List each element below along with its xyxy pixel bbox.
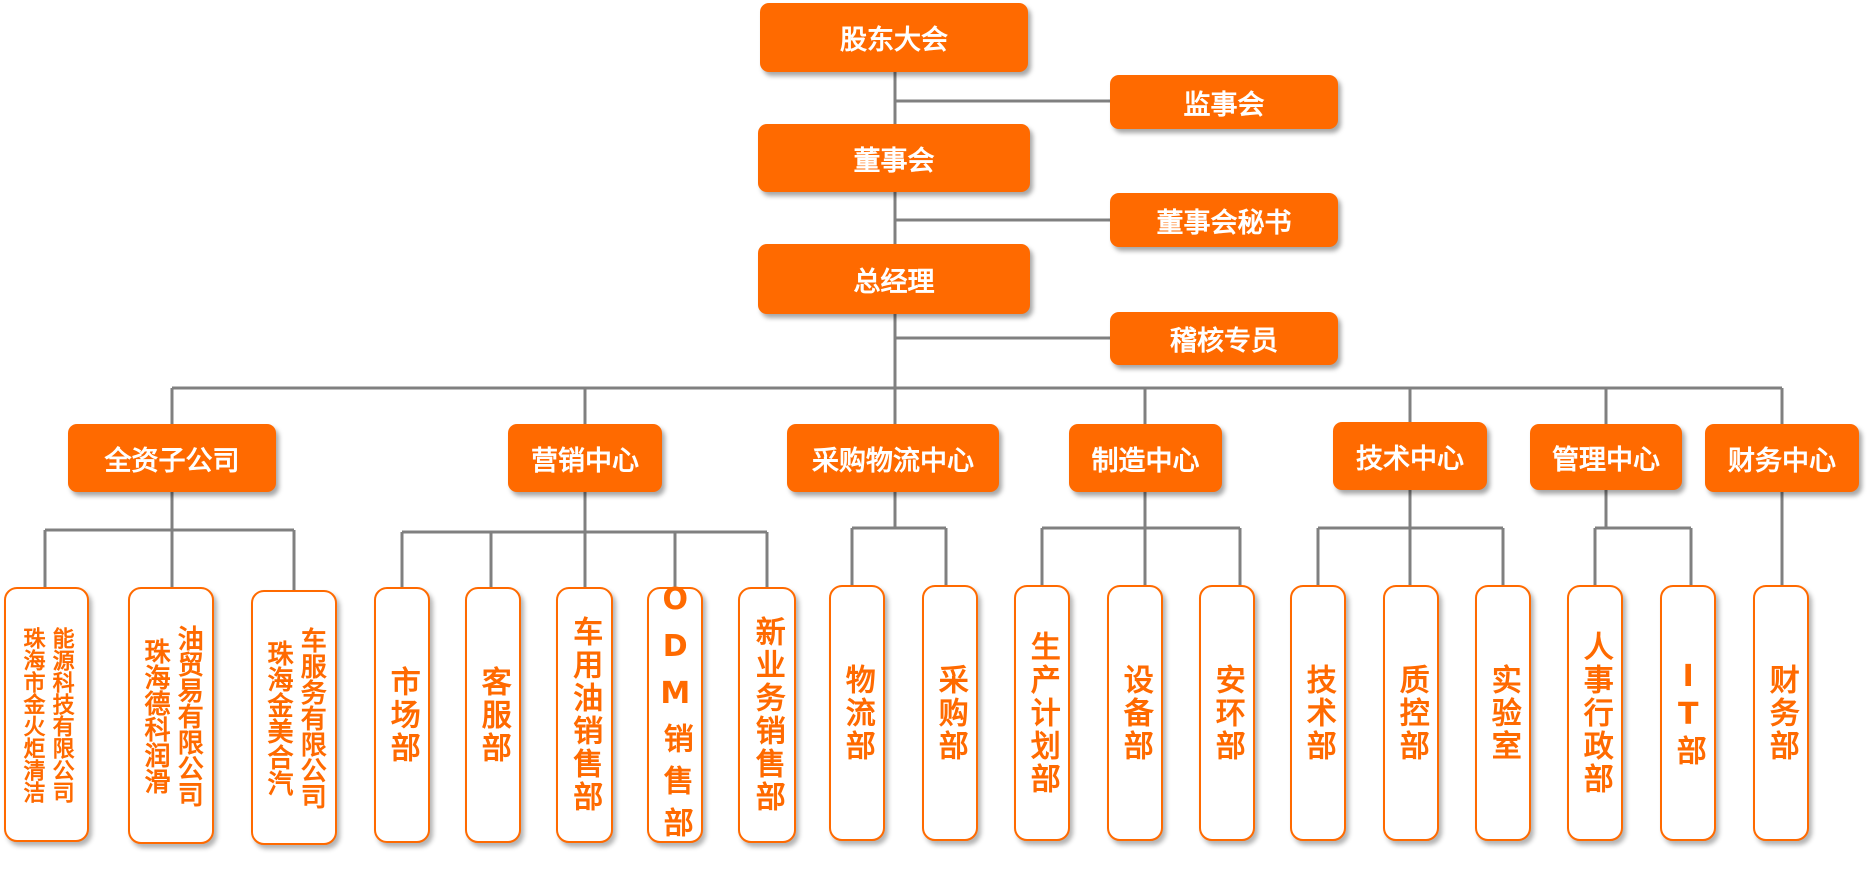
auditor-box: 稽核专员 [1110, 312, 1338, 365]
dept-safety-environment: 安环部 [1199, 585, 1255, 841]
shareholders-box: 股东大会 [760, 3, 1028, 72]
dept-subsidiary-deke: 油贸易有限公司 珠海德科润滑 [128, 587, 214, 844]
center-procurement: 采购物流中心 [787, 424, 999, 492]
board-secretary-box: 董事会秘书 [1110, 193, 1338, 247]
dept-label: IT部 [1670, 658, 1706, 768]
general-manager-box: 总经理 [758, 244, 1030, 314]
dept-purchasing: 采购部 [922, 585, 978, 841]
dept-label-line2: 珠海德科润滑 [140, 637, 170, 794]
center-manufacturing: 制造中心 [1069, 424, 1222, 492]
center-management: 管理中心 [1530, 424, 1682, 490]
dept-label: 实验室 [1485, 663, 1521, 763]
dept-label-line1: 车服务有限公司 [296, 626, 327, 809]
dept-label: ODM销售部 [657, 581, 693, 849]
dept-market: 市场部 [374, 587, 430, 843]
dept-production-planning: 生产计划部 [1014, 585, 1070, 841]
center-marketing: 营销中心 [508, 424, 662, 492]
dept-label-line2: 珠海市金火炬清洁 [19, 626, 45, 803]
dept-customer-service: 客服部 [465, 587, 521, 843]
dept-label-line2: 珠海金美合汽 [263, 639, 293, 796]
dept-label-line1: 油贸易有限公司 [173, 624, 204, 807]
dept-technology: 技术部 [1290, 585, 1346, 841]
dept-logistics: 物流部 [829, 585, 885, 841]
dept-it: IT部 [1660, 585, 1716, 841]
dept-label: 采购部 [932, 663, 968, 763]
dept-subsidiary-jinhuoju: 能源科技有限公司 珠海市金火炬清洁 [4, 587, 89, 842]
dept-label: 财务部 [1763, 663, 1799, 763]
center-subsidiary: 全资子公司 [68, 424, 276, 492]
dept-label-odm: ODM [657, 581, 693, 723]
dept-label: 人事行政部 [1577, 630, 1613, 796]
dept-label-sales: 销售部 [657, 722, 693, 849]
dept-odm-sales: ODM销售部 [647, 582, 703, 849]
dept-label: 新业务销售部 [749, 616, 785, 814]
dept-label: 质控部 [1393, 663, 1429, 763]
dept-finance: 财务部 [1753, 585, 1809, 841]
dept-label: 物流部 [839, 663, 875, 763]
dept-quality-control: 质控部 [1383, 585, 1439, 841]
dept-label: 设备部 [1117, 663, 1153, 763]
dept-label: 市场部 [384, 665, 420, 765]
supervisors-box: 监事会 [1110, 75, 1338, 129]
dept-equipment: 设备部 [1107, 585, 1163, 841]
board-box: 董事会 [758, 124, 1030, 192]
dept-automotive-oil-sales: 车用油销售部 [556, 587, 613, 843]
dept-label-line1: 能源科技有限公司 [48, 626, 74, 803]
dept-label: 安环部 [1209, 663, 1245, 763]
dept-new-business-sales: 新业务销售部 [738, 587, 796, 843]
dept-label: 技术部 [1300, 663, 1336, 763]
center-technology: 技术中心 [1333, 422, 1487, 490]
dept-laboratory: 实验室 [1475, 585, 1531, 841]
dept-subsidiary-jinmeihe: 车服务有限公司 珠海金美合汽 [251, 590, 337, 845]
dept-label: 生产计划部 [1024, 630, 1060, 796]
dept-hr-admin: 人事行政部 [1567, 585, 1623, 841]
dept-label: 车用油销售部 [567, 616, 603, 814]
center-finance: 财务中心 [1705, 424, 1859, 492]
dept-label: 客服部 [475, 665, 511, 765]
